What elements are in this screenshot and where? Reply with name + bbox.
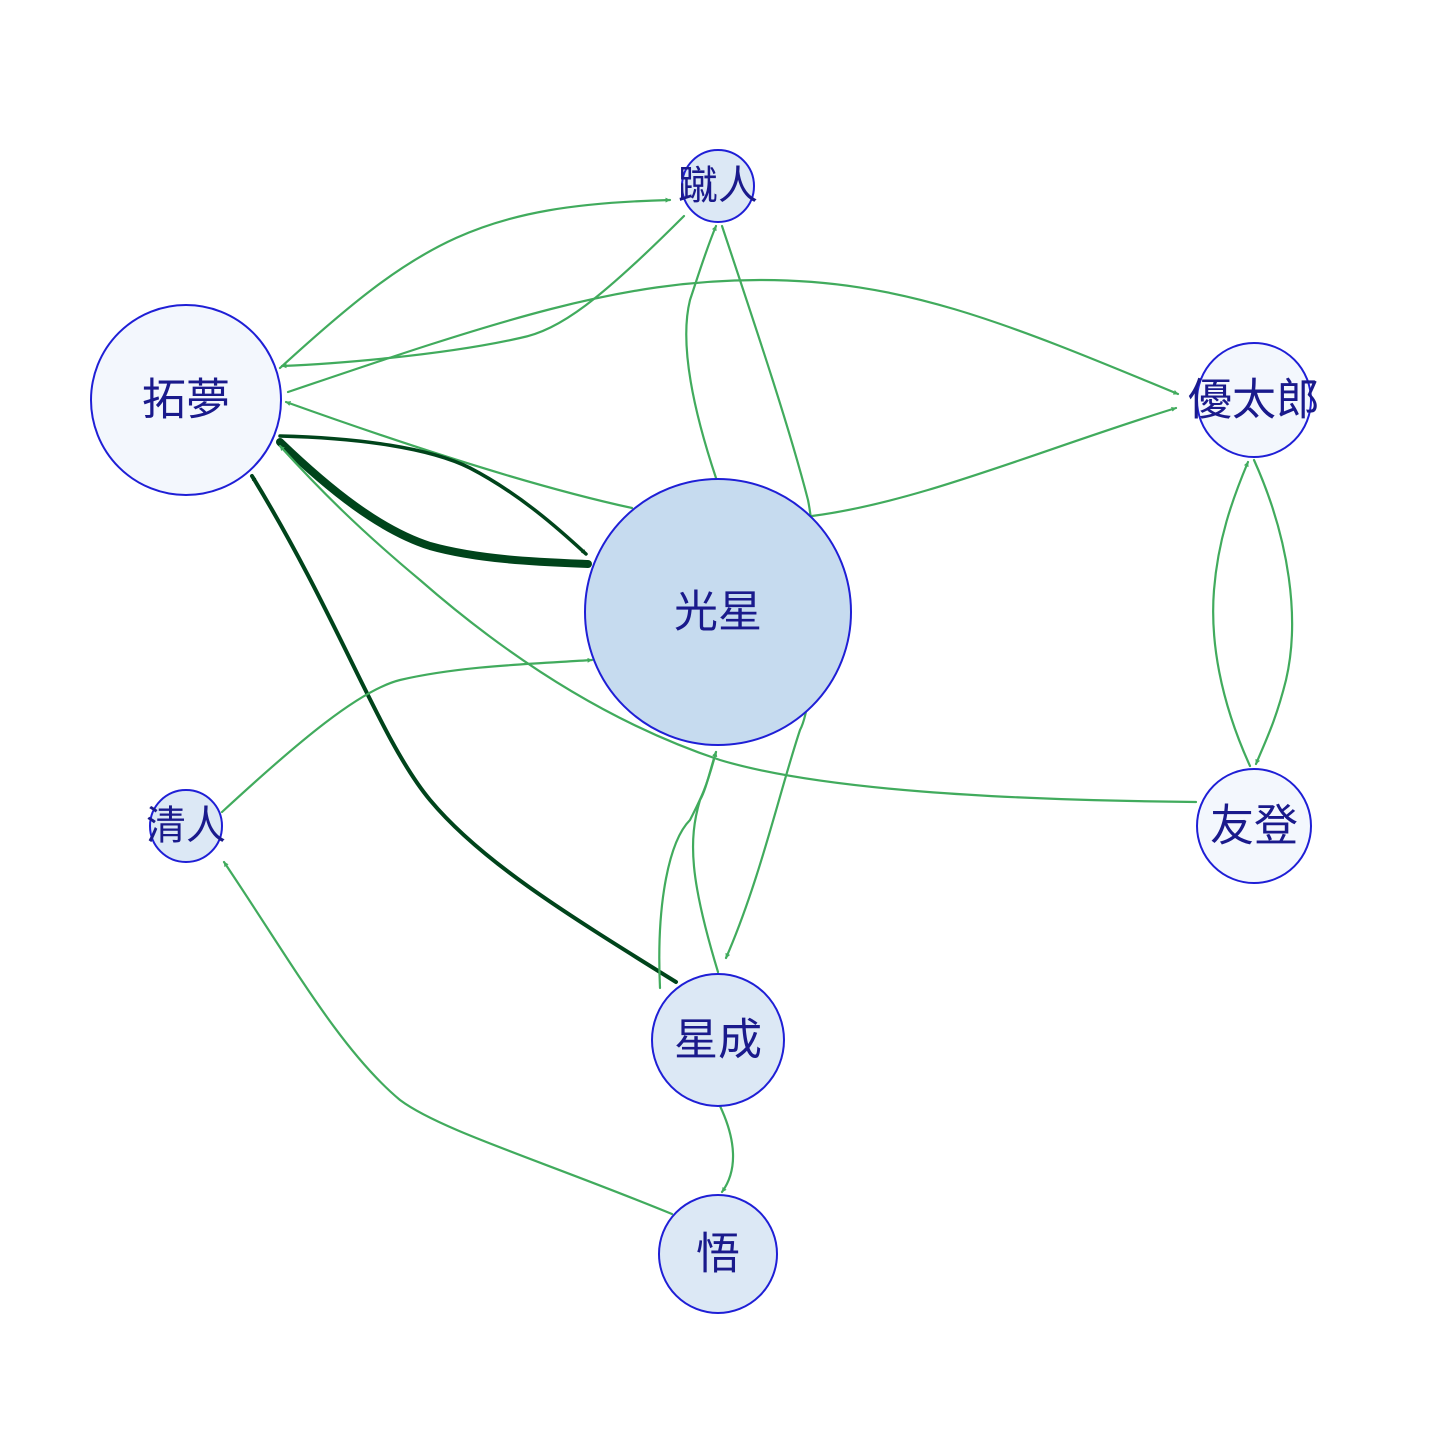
node-circle-kiyoto — [149, 789, 223, 863]
edge-kosei-to-kojin — [685, 224, 718, 480]
node-yutaro[interactable]: 優太郎 — [1188, 342, 1320, 458]
edge-satoru-to-kiyoto — [222, 860, 674, 1216]
node-label-seinari: 星成 — [674, 1015, 762, 1066]
edge-yutaro-to-tomoto — [1252, 458, 1294, 766]
node-label-tomoto: 友登 — [1210, 801, 1298, 852]
node-kiyoto[interactable]: 清人 — [146, 789, 226, 863]
edge-kosei-to-yutaro — [810, 406, 1178, 518]
node-circle-kosei — [584, 478, 852, 746]
edge-takumu-to-kosei — [276, 438, 592, 568]
edge-seinari-to-satoru — [718, 1104, 735, 1194]
edge-seinari-to-takumu — [250, 474, 678, 984]
edge-satoru-to-kosei — [691, 750, 720, 974]
edge-seinari-to-kosei — [658, 750, 718, 990]
edge-kiyoto-to-kosei — [220, 657, 594, 814]
node-circle-seinari — [651, 973, 785, 1107]
node-seinari[interactable]: 星成 — [651, 973, 785, 1107]
node-tomoto[interactable]: 友登 — [1196, 768, 1312, 884]
edge-kojin-to-takumu — [280, 214, 686, 369]
node-circle-yutaro — [1196, 342, 1312, 458]
edge-kosei-to-takumu — [284, 400, 634, 510]
node-circle-satoru — [658, 1194, 778, 1314]
node-circle-kojin — [681, 149, 755, 223]
edge-takumu-to-kojin — [278, 197, 672, 370]
node-label-satoru: 悟 — [696, 1229, 740, 1280]
edges-layer — [220, 197, 1294, 1216]
node-label-kiyoto: 清人 — [146, 803, 226, 849]
node-circle-takumu — [90, 304, 282, 496]
node-label-takumu: 拓夢 — [142, 375, 230, 426]
node-label-kojin: 蹴人 — [678, 163, 758, 209]
node-kojin[interactable]: 蹴人 — [678, 149, 758, 223]
node-kosei[interactable]: 光星 — [584, 478, 852, 746]
edge-tomoto-to-yutaro — [1212, 460, 1252, 768]
node-satoru[interactable]: 悟 — [658, 1194, 778, 1314]
node-label-kosei: 光星 — [674, 587, 762, 638]
edge-takumu-to-yutaro — [286, 278, 1180, 396]
node-circle-tomoto — [1196, 768, 1312, 884]
node-takumu[interactable]: 拓夢 — [90, 304, 282, 496]
edge-takumu-to-kosei — [278, 434, 588, 556]
edge-tomoto-to-takumu — [278, 444, 1198, 804]
node-label-yutaro: 優太郎 — [1188, 375, 1320, 426]
